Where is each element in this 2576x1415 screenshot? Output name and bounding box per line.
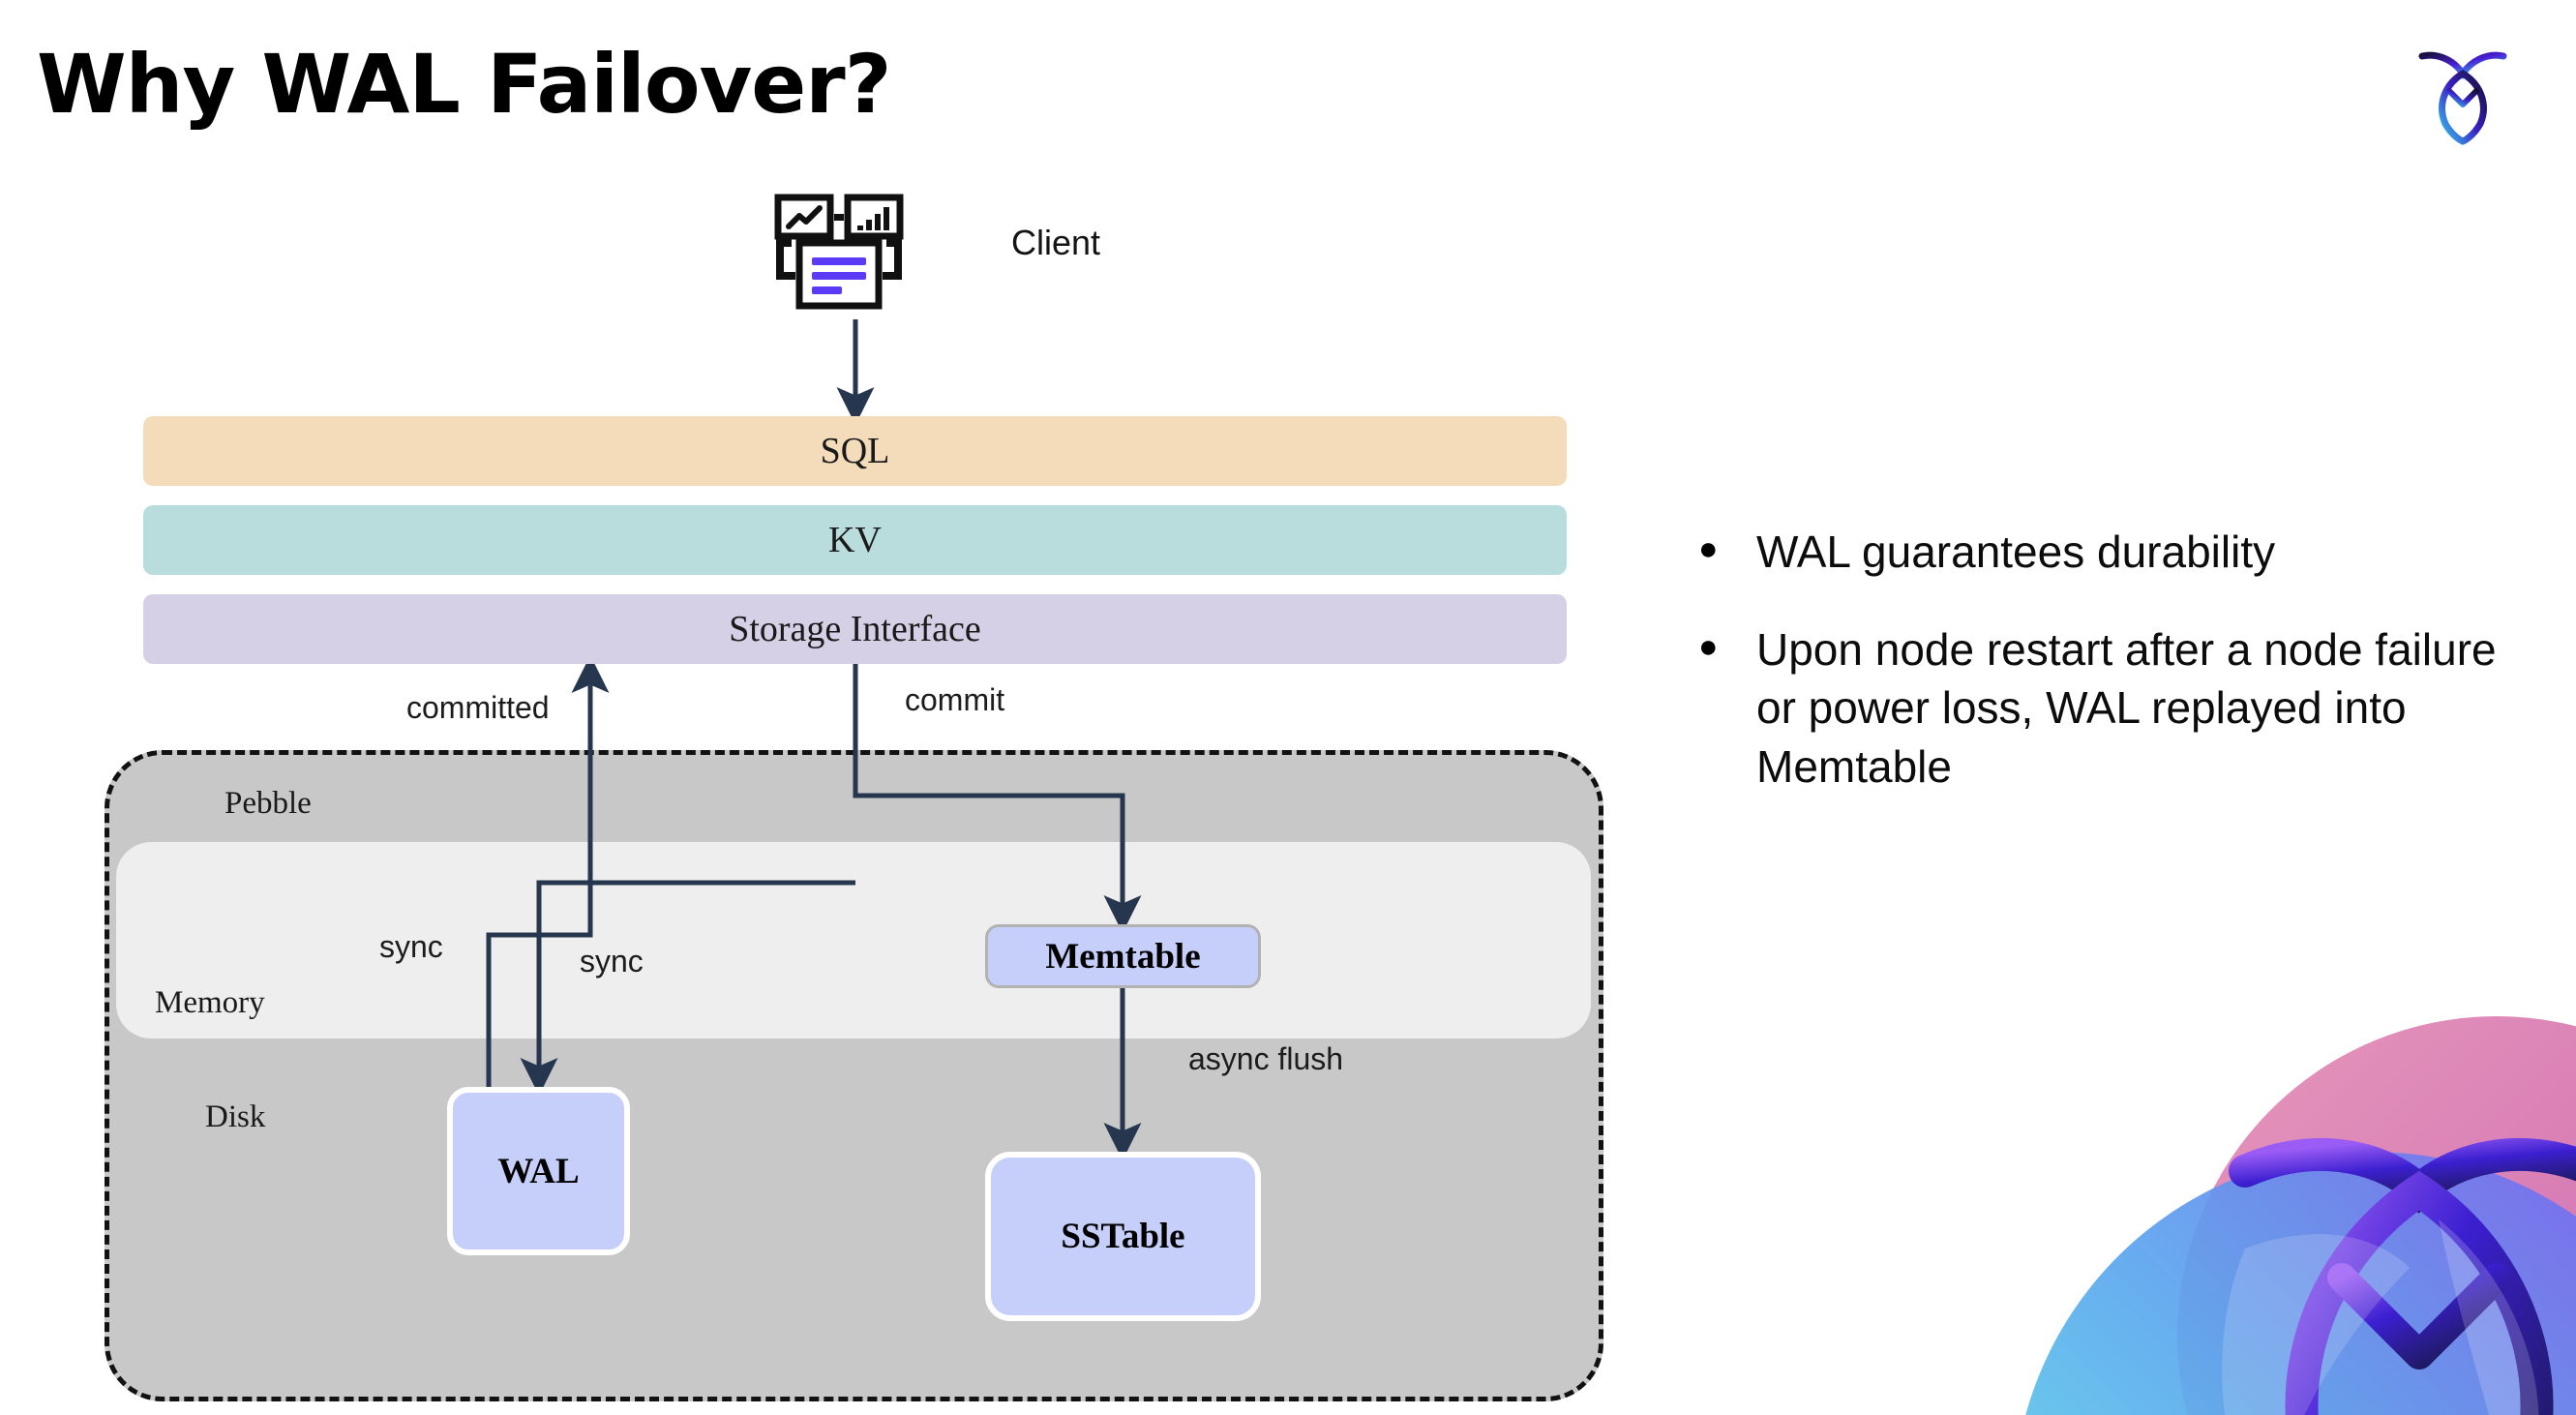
edge-label-committed: committed	[406, 690, 550, 725]
memory-container	[116, 842, 1591, 1039]
decorative-logo-graphic	[1955, 929, 2576, 1415]
connector-arrows	[486, 319, 1142, 1160]
layer-bar-sql-label: SQL	[820, 431, 890, 471]
page-title: Why WAL Failover?	[37, 37, 891, 132]
list-item: ● Upon node restart after a node failure…	[1698, 620, 2501, 797]
bullet-marker: ●	[1698, 530, 1719, 567]
zone-label-pebble: Pebble	[225, 786, 312, 821]
edge-label-async-flush: async flush	[1188, 1041, 1344, 1076]
bullet-text: Upon node restart after a node failure o…	[1756, 623, 2497, 793]
zone-label-disk: Disk	[205, 1099, 266, 1134]
client-devices-icon	[774, 194, 929, 310]
cockroachdb-logo-icon	[2405, 31, 2521, 147]
bullet-text: WAL guarantees durability	[1756, 527, 2276, 577]
layer-bar-storage-interface[interactable]: Storage Interface	[143, 594, 1567, 664]
edge-label-commit: commit	[905, 682, 1005, 717]
edge-label-sync-2: sync	[580, 944, 644, 978]
node-wal-label: WAL	[497, 1151, 580, 1191]
bullet-marker: ●	[1698, 627, 1719, 665]
bullet-list: ● WAL guarantees durability ● Upon node …	[1698, 523, 2501, 835]
layer-bar-storage-interface-label: Storage Interface	[729, 609, 981, 649]
layer-bar-kv-label: KV	[828, 520, 882, 560]
edge-label-sync-1: sync	[379, 929, 443, 964]
node-memtable-label: Memtable	[1045, 936, 1201, 977]
client-label: Client	[1011, 223, 1101, 262]
node-memtable[interactable]: Memtable	[985, 924, 1261, 988]
node-sstable-label: SSTable	[1061, 1217, 1185, 1256]
architecture-diagram: Pebble Memory Disk	[105, 194, 1603, 1401]
node-sstable[interactable]: SSTable	[985, 1152, 1261, 1321]
node-wal[interactable]: WAL	[447, 1087, 630, 1255]
zone-label-memory: Memory	[155, 985, 265, 1020]
layer-bar-sql[interactable]: SQL	[143, 416, 1567, 486]
layer-bar-kv[interactable]: KV	[143, 505, 1567, 575]
list-item: ● WAL guarantees durability	[1698, 523, 2501, 582]
